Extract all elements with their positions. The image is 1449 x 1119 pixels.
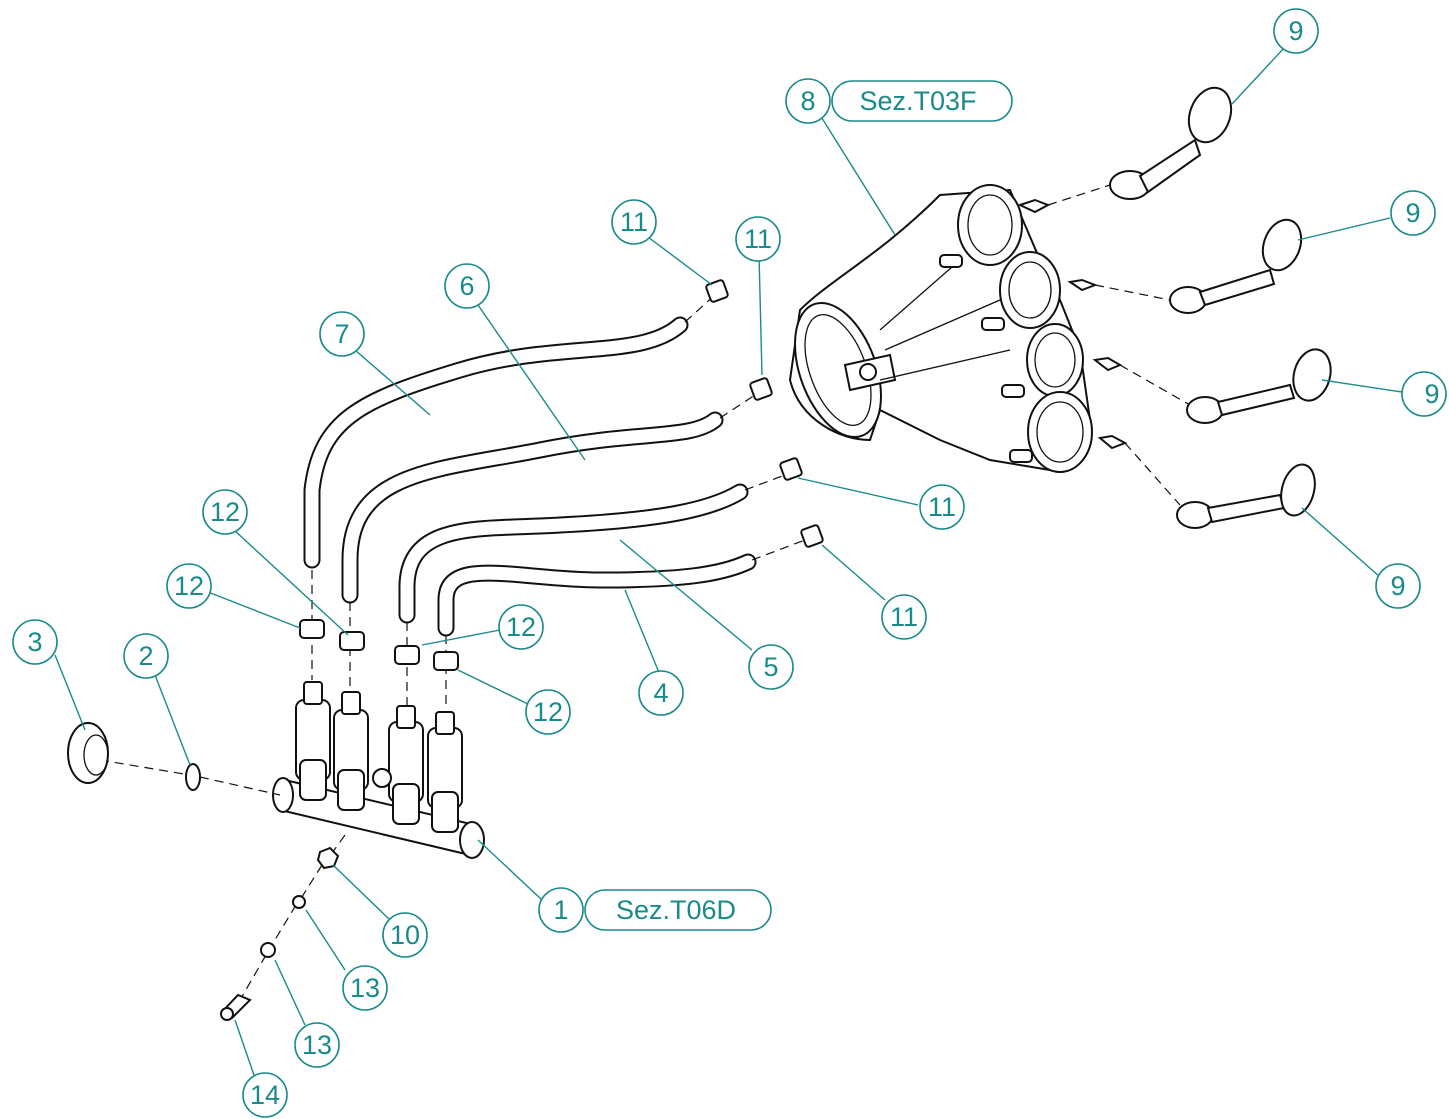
callout-13-a: 13 [342,965,388,1011]
leader-lines [54,46,1403,1079]
callout-11-b: 11 [735,216,781,262]
callout-11-a: 11 [611,199,657,245]
svg-text:Sez.T03F: Sez.T03F [859,86,976,116]
svg-text:14: 14 [250,1080,280,1110]
collector-body [788,184,1128,473]
svg-text:10: 10 [390,920,420,950]
callout-14: 14 [242,1072,288,1118]
callout-8: 8 [785,78,831,124]
svg-text:13: 13 [350,973,380,1003]
svg-text:12: 12 [210,497,240,527]
callout-10: 10 [382,912,428,958]
callout-12-c: 12 [498,604,544,650]
callout-12-a: 12 [202,489,248,535]
svg-text:11: 11 [890,602,918,632]
callout-11-d: 11 [881,594,927,640]
svg-text:9: 9 [1390,571,1405,601]
svg-text:6: 6 [459,271,474,301]
hose-clamps-upper [684,279,824,561]
svg-text:11: 11 [620,207,648,237]
svg-text:8: 8 [800,86,815,116]
section-ref-1: Sez.T06D [584,889,772,931]
svg-text:9: 9 [1424,379,1439,409]
callout-12-b: 12 [166,563,212,609]
callout-2: 2 [123,633,169,679]
end-nut-and-washer [67,722,281,796]
svg-text:11: 11 [744,224,772,254]
svg-text:13: 13 [302,1030,332,1060]
callout-4: 4 [638,670,684,716]
svg-text:12: 12 [506,612,536,642]
svg-text:Sez.T06D: Sez.T06D [616,895,736,925]
callout-1: 1 [538,887,584,933]
callout-13-b: 13 [294,1022,340,1068]
cap-straps [1047,86,1332,529]
callout-9-lower: 9 [1375,563,1421,609]
callout-5: 5 [748,644,794,690]
section-ref-8: Sez.T03F [831,80,1013,122]
manifold [272,681,485,859]
svg-text:11: 11 [928,492,956,522]
svg-text:7: 7 [334,319,349,349]
callout-7: 7 [319,311,365,357]
svg-text:12: 12 [174,571,204,601]
screw-stack [220,834,346,1021]
hoses [303,316,757,637]
svg-text:3: 3 [27,627,42,657]
callout-9-upper: 9 [1390,190,1436,236]
svg-text:5: 5 [763,652,778,682]
callout-6: 6 [444,263,490,309]
svg-text:9: 9 [1405,198,1420,228]
svg-text:4: 4 [653,678,668,708]
svg-text:2: 2 [138,641,153,671]
svg-text:9: 9 [1288,16,1303,46]
hose-clamps-lower [299,570,459,710]
callout-12-d: 12 [525,689,571,735]
svg-text:12: 12 [533,697,563,727]
callout-9-top: 9 [1273,8,1319,54]
callout-9-middle: 9 [1401,371,1447,417]
svg-text:1: 1 [553,895,568,925]
callout-11-c: 11 [919,484,965,530]
callout-3: 3 [12,619,58,665]
